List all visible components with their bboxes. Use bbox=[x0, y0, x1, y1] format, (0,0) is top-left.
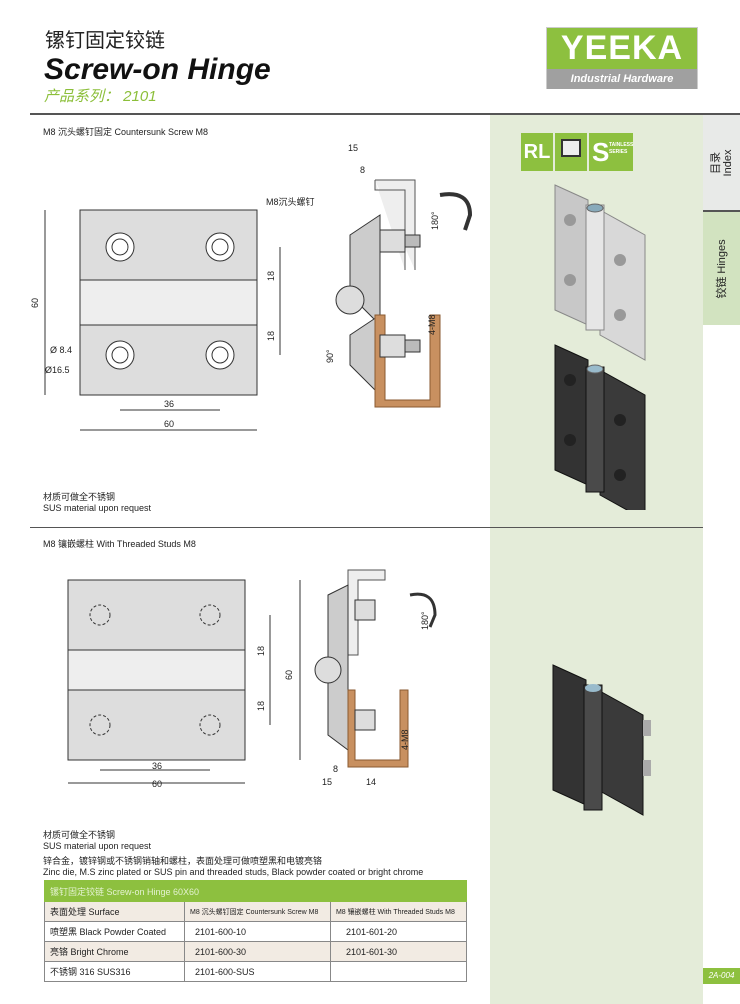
dim-4-m8: 4-M8 bbox=[427, 314, 437, 335]
table-row: 亮铬 Bright Chrome 2101-600-30 2101-601-30 bbox=[44, 941, 468, 962]
section1-note-cn: 材质可做全不锈钢 bbox=[43, 492, 116, 502]
product-series: 产品系列： 2101 bbox=[44, 88, 157, 105]
countersunk-drawing: 60 18 18 Ø 8.4 Ø16.5 36 60 15 8 M8沉头螺钉 1… bbox=[30, 143, 473, 431]
dim-dia-16-5: Ø16.5 bbox=[45, 365, 70, 375]
chrome-hinge-image bbox=[554, 184, 646, 361]
tab-index-en: Index bbox=[721, 149, 734, 176]
table-row: 不锈钢 316 SUS316 2101-600-SUS bbox=[44, 961, 468, 982]
dim-15: 15 bbox=[322, 777, 332, 787]
tab-index-cn: 目录 bbox=[709, 151, 722, 174]
dim-18a: 18 bbox=[266, 271, 276, 281]
hinge-photos bbox=[554, 184, 646, 510]
col-header: M8 镶嵌螺柱 With Threaded Studs M8 bbox=[329, 901, 468, 922]
dim-15: 15 bbox=[348, 143, 358, 153]
dim-18a: 18 bbox=[256, 646, 266, 656]
sus-note-en: SUS material upon request bbox=[43, 841, 152, 851]
dim-8: 8 bbox=[360, 165, 365, 175]
table-title-row: 镙钉固定铰链 Screw-on Hinge 60X60 bbox=[44, 880, 467, 902]
section1-note-en: SUS material upon request bbox=[43, 503, 152, 513]
dim-14: 14 bbox=[366, 777, 376, 787]
table-cell: 2101-600-30 bbox=[184, 941, 331, 962]
table-cell: 2101-600-10 bbox=[184, 921, 331, 942]
rotation-arrow-icon bbox=[439, 192, 473, 231]
section1-title: M8 沉头螺钉固定 Countersunk Screw M8 bbox=[43, 127, 209, 137]
dim-90deg: 90° bbox=[325, 349, 335, 363]
col-header: 表面处理 Surface bbox=[44, 901, 185, 922]
rotation-arrow-icon bbox=[409, 592, 437, 628]
mount-icon bbox=[555, 133, 587, 171]
dim-4-m8: 4-M8 bbox=[400, 729, 410, 750]
logo-brand: YEEKA bbox=[547, 28, 697, 69]
material-note-en: Zinc die, M.S zinc plated or SUS pin and… bbox=[43, 867, 424, 877]
col-header: M8 沉头螺钉固定 Countersunk Screw M8 bbox=[184, 901, 331, 922]
section2-title: M8 镶嵌螺柱 With Threaded Studs M8 bbox=[43, 539, 196, 549]
dim-60-horizontal: 60 bbox=[164, 419, 174, 429]
yeeka-logo: YEEKA Industrial Hardware bbox=[546, 27, 698, 89]
table-header-row: 表面处理 Surface M8 沉头螺钉固定 Countersunk Screw… bbox=[44, 901, 468, 922]
stainless-s: S bbox=[592, 137, 610, 167]
material-notes: 材质可做全不锈钢 SUS material upon request 锌合金，镀… bbox=[43, 830, 423, 878]
page-number: 2A-004 bbox=[703, 968, 740, 984]
page-title: Screw-on Hinge bbox=[44, 53, 271, 86]
section-divider bbox=[30, 527, 703, 528]
stainless-text: TAINLESS SERIES bbox=[609, 142, 634, 155]
dim-36: 36 bbox=[152, 761, 162, 771]
dim-8: 8 bbox=[333, 764, 338, 774]
title-cn: 镙钉固定铰链 bbox=[45, 30, 165, 52]
header-divider bbox=[30, 113, 740, 115]
tab-hinges[interactable]: 铰链 Hinges bbox=[703, 212, 740, 325]
dim-18b: 18 bbox=[256, 701, 266, 711]
studs-hinge-image bbox=[552, 664, 651, 816]
table-cell: 2101-600-SUS bbox=[184, 961, 331, 982]
tab-hinges-label: 铰链 Hinges bbox=[715, 238, 728, 299]
dim-36: 36 bbox=[164, 399, 174, 409]
table-cell: 2101-601-30 bbox=[329, 941, 468, 962]
sus-note-cn: 材质可做全不锈钢 bbox=[43, 830, 116, 840]
table-row: 喷塑黑 Black Powder Coated 2101-600-10 2101… bbox=[44, 921, 468, 942]
rl-badge: RL bbox=[521, 133, 553, 171]
dim-180deg: 180° bbox=[430, 211, 440, 230]
table-cell bbox=[329, 961, 468, 982]
screw-label: M8沉头螺钉 bbox=[266, 197, 315, 207]
table-cell: 2101-601-20 bbox=[329, 921, 468, 942]
table-cell: 喷塑黑 Black Powder Coated bbox=[44, 921, 185, 942]
section1-note: 材质可做全不锈钢 SUS material upon request bbox=[43, 492, 151, 514]
dim-18b: 18 bbox=[266, 331, 276, 341]
threaded-studs-drawing: 18 18 60 36 60 180° 4-M8 8 15 14 bbox=[67, 569, 437, 789]
table-cell: 不锈钢 316 SUS316 bbox=[44, 961, 185, 982]
dim-180deg: 180° bbox=[420, 611, 430, 630]
dim-dia-8-4: Ø 8.4 bbox=[50, 345, 72, 355]
dim-60-horizontal: 60 bbox=[152, 779, 162, 789]
logo-tagline: Industrial Hardware bbox=[547, 69, 697, 89]
dim-60-vertical: 60 bbox=[284, 670, 294, 680]
table-cell: 亮铬 Bright Chrome bbox=[44, 941, 185, 962]
material-note-cn: 锌合金，镀锌钢或不锈钢销轴和螺柱，表面处理可做喷塑黑和电镀亮铬 bbox=[43, 856, 323, 866]
table-title: 镙钉固定铰链 Screw-on Hinge 60X60 bbox=[44, 880, 467, 902]
black-hinge-image bbox=[554, 344, 646, 510]
part-number-table: 镙钉固定铰链 Screw-on Hinge 60X60 表面处理 Surface… bbox=[44, 880, 468, 982]
dim-60-vertical: 60 bbox=[30, 298, 40, 308]
